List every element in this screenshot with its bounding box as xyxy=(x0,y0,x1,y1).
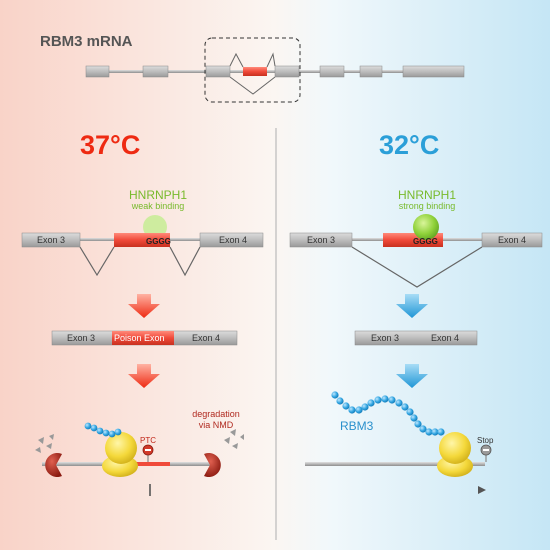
product-exon4-left: Exon 4 xyxy=(191,333,221,343)
product-exon3-left: Exon 3 xyxy=(66,333,96,343)
rbm3-label: RBM3 xyxy=(340,419,374,433)
poison-exon-small xyxy=(243,67,267,76)
nmd-exonuclease-left xyxy=(45,453,62,477)
right-exon4 xyxy=(481,232,543,248)
right-exon3 xyxy=(289,232,353,248)
mrna-schematic xyxy=(85,37,465,103)
peptide-left xyxy=(84,422,122,438)
hnrnph1-strong xyxy=(413,214,439,240)
left-panel xyxy=(21,215,264,496)
rbm3-protein-chain xyxy=(331,391,445,436)
splice-skip xyxy=(351,246,483,288)
fragments-left xyxy=(35,434,54,453)
right-product-mrna xyxy=(354,330,478,346)
ptc-label: PTC xyxy=(140,436,156,445)
down-arrow-blue xyxy=(396,294,428,318)
exon4-label-left: Exon 4 xyxy=(218,235,248,245)
down-arrow-red xyxy=(128,364,160,388)
down-arrow-blue xyxy=(396,364,428,388)
exon4-label-right: Exon 4 xyxy=(497,235,527,245)
temperature-32: 32°C xyxy=(379,130,440,160)
exon-1 xyxy=(85,65,110,78)
splice-top xyxy=(229,52,244,68)
poison-exon-label: Poison Exon xyxy=(114,333,165,343)
strong-binding-label: strong binding xyxy=(398,201,456,211)
left-exon3 xyxy=(21,232,81,248)
fragments-right xyxy=(224,429,244,449)
exon-4 xyxy=(274,65,300,78)
temperature-37: 37°C xyxy=(80,130,141,160)
splice-bottom xyxy=(229,76,276,95)
stop-label: Stop xyxy=(477,436,494,445)
splice-v xyxy=(79,246,115,277)
zoom-box xyxy=(204,37,301,103)
splice-v xyxy=(169,246,201,277)
weak-binding-label: weak binding xyxy=(131,201,185,211)
right-panel xyxy=(289,214,543,494)
exon3-label-right: Exon 3 xyxy=(306,235,336,245)
exon-5 xyxy=(319,65,345,78)
hnrnph1-label-left: HNRNPH1 xyxy=(128,188,187,202)
exon-7 xyxy=(402,65,465,78)
product-exon4-right: Exon 4 xyxy=(430,333,460,343)
hnrnph1-label-right: HNRNPH1 xyxy=(397,188,456,202)
product-exon3-right: Exon 3 xyxy=(370,333,400,343)
degradation-label: degradation via NMD xyxy=(192,409,240,430)
ribosome-right xyxy=(437,432,473,477)
diagram-title: RBM3 mRNA xyxy=(40,33,133,50)
right-progress-arrowhead xyxy=(478,486,486,494)
left-product-poison xyxy=(112,331,174,345)
gggg-motif-right: GGGG xyxy=(413,237,438,246)
exon-2 xyxy=(142,65,169,78)
ribosome-left xyxy=(102,432,138,477)
nmd-exonuclease-right xyxy=(204,453,221,477)
exon3-label-left: Exon 3 xyxy=(36,235,66,245)
ptc-segment xyxy=(130,462,170,466)
left-poison-exon xyxy=(114,233,170,247)
exon-3 xyxy=(205,65,231,78)
exon-6 xyxy=(359,65,383,78)
down-arrow-red xyxy=(128,294,160,318)
splice-top xyxy=(266,52,276,68)
left-exon4 xyxy=(199,232,264,248)
right-translation-mrna xyxy=(305,462,485,466)
gggg-motif-left: GGGG xyxy=(146,237,171,246)
